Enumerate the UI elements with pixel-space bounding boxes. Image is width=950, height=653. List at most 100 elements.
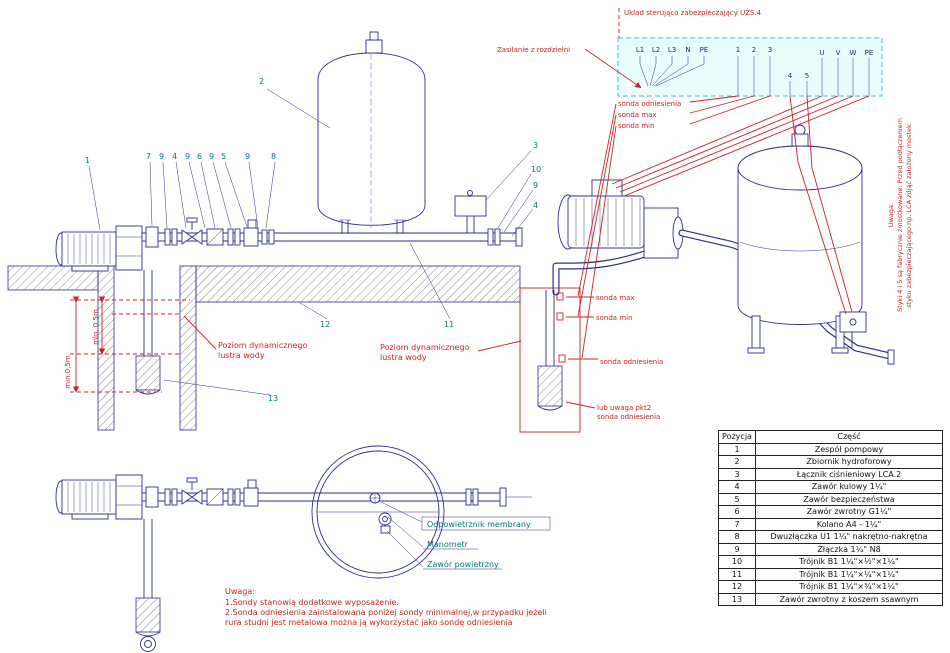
terminal-pe2: PE [865, 49, 874, 57]
row-pos: 6 [718, 505, 756, 519]
row-pos: 11 [718, 567, 756, 581]
header-czesc: Część [755, 430, 943, 444]
callout-9e: 9 [533, 181, 538, 190]
min-dimension-2: min.0,5m [64, 355, 72, 389]
row-part: Kolano A4 - 1¼" [755, 517, 943, 531]
side-note-line1: Uwaga: [887, 203, 895, 227]
row-part: Zbiornik hydroforowy [755, 455, 943, 469]
bottom-note-title: Uwaga: [225, 587, 255, 596]
terminal-4: 4 [788, 72, 793, 80]
terminal-5: 5 [805, 72, 809, 80]
callout-6: 6 [197, 152, 202, 161]
well-sonda-max: sonda max [596, 294, 635, 302]
well-top-view [311, 445, 551, 579]
row-part: Zawór kulowy 1¼" [755, 480, 943, 494]
row-part: Zespół pompowy [755, 442, 943, 456]
callout-11: 11 [444, 320, 454, 329]
terminal-pe: PE [700, 46, 709, 54]
row-pos: 7 [718, 517, 756, 531]
deep-well-detail [519, 287, 581, 433]
terminal-u: U [819, 49, 824, 57]
side-note-line2: Styki 4 i 5 są fabrycznie zmostkowane. P… [896, 118, 904, 312]
terminal-l2: L2 [652, 46, 660, 54]
terminal-w: W [850, 49, 857, 57]
callout-10: 10 [531, 165, 541, 174]
row-pos: 13 [718, 592, 756, 606]
red-annotations [70, 8, 870, 409]
pump-assembly-lower-view [55, 474, 532, 652]
row-part: Zawór zwrotny z koszem ssawnym [755, 592, 943, 606]
bottom-note-line1: 1.Sondy stanowią dodatkowe wyposażenie. [225, 598, 399, 607]
well-sonda-odniesienia: sonda odniesienia [600, 358, 663, 366]
terminal-l3: L3 [668, 46, 676, 54]
row-part: Złączka 1¼" N8 [755, 542, 943, 556]
side-note-line3: styku zabezpieczającego np. LCA zdjąć za… [905, 122, 913, 308]
well-sonda-min: sonda min [596, 314, 633, 322]
callout-12: 12 [320, 320, 330, 329]
control-box-title: Układ sterująco zabezpieczający UŻS.4 [624, 8, 762, 17]
row-pos: 1 [718, 442, 756, 456]
control-box [617, 37, 883, 97]
row-pos: 5 [718, 492, 756, 506]
gauge-label: Manometr [427, 540, 469, 549]
callout-9b: 9 [185, 152, 190, 161]
callout-2: 2 [259, 77, 264, 86]
callout-3: 3 [533, 141, 538, 150]
terminal-3: 3 [768, 46, 772, 54]
terminal-n: N [685, 46, 690, 54]
well-alt-line1: lub uwaga pkt2 [597, 404, 651, 412]
row-part: Trójnik B1 1¼"×¼"×1¼" [755, 567, 943, 581]
pump-assembly-side-view [55, 190, 523, 395]
terminal-v: V [836, 49, 841, 57]
row-pos: 8 [718, 530, 756, 544]
row-part: Łącznik ciśnieniowy LCA.2 [755, 467, 943, 481]
terminal-2: 2 [752, 46, 756, 54]
row-pos: 3 [718, 467, 756, 481]
bottom-note-line2: 2.Sonda odniesienia zainstalowana poniże… [225, 608, 547, 617]
terminal-l1: L1 [636, 46, 644, 54]
callout-4a: 4 [172, 152, 177, 161]
callout-5: 5 [221, 152, 226, 161]
row-pos: 4 [718, 480, 756, 494]
air-valve-label: Zawór powietrzny [427, 559, 499, 569]
vent-label: Odpowietrznik membrany [427, 520, 531, 529]
callout-13: 13 [268, 394, 278, 403]
probe-label-odniesienia: sonda odniesienia [618, 100, 681, 108]
water-level-label-1b: lustra wody [218, 351, 265, 360]
probe-label-max: sonda max [618, 111, 657, 119]
callout-9a: 9 [159, 152, 164, 161]
callout-8: 8 [271, 152, 276, 161]
callout-7: 7 [146, 152, 151, 161]
row-pos: 2 [718, 455, 756, 469]
row-part: Zawór zwrotny G1¼" [755, 505, 943, 519]
terminal-1: 1 [736, 46, 740, 54]
callout-leaders [88, 88, 534, 396]
parts-table-header: Pozycja Część [718, 430, 943, 444]
pump-tank-3d-view [552, 124, 895, 365]
row-part: Trójnik B1 1¼"×½"×1¼" [755, 555, 943, 569]
callout-9d: 9 [245, 152, 250, 161]
water-level-label-2b: lustra wody [380, 353, 427, 362]
row-pos: 10 [718, 555, 756, 569]
row-pos: 12 [718, 580, 756, 594]
bottom-note-line3: rura studni jest metalowa można ją wykor… [225, 617, 513, 627]
callout-1: 1 [85, 156, 90, 165]
hydrophore-tank-2d [317, 31, 426, 234]
water-level-label-2a: Poziom dynamicznego [380, 343, 470, 352]
